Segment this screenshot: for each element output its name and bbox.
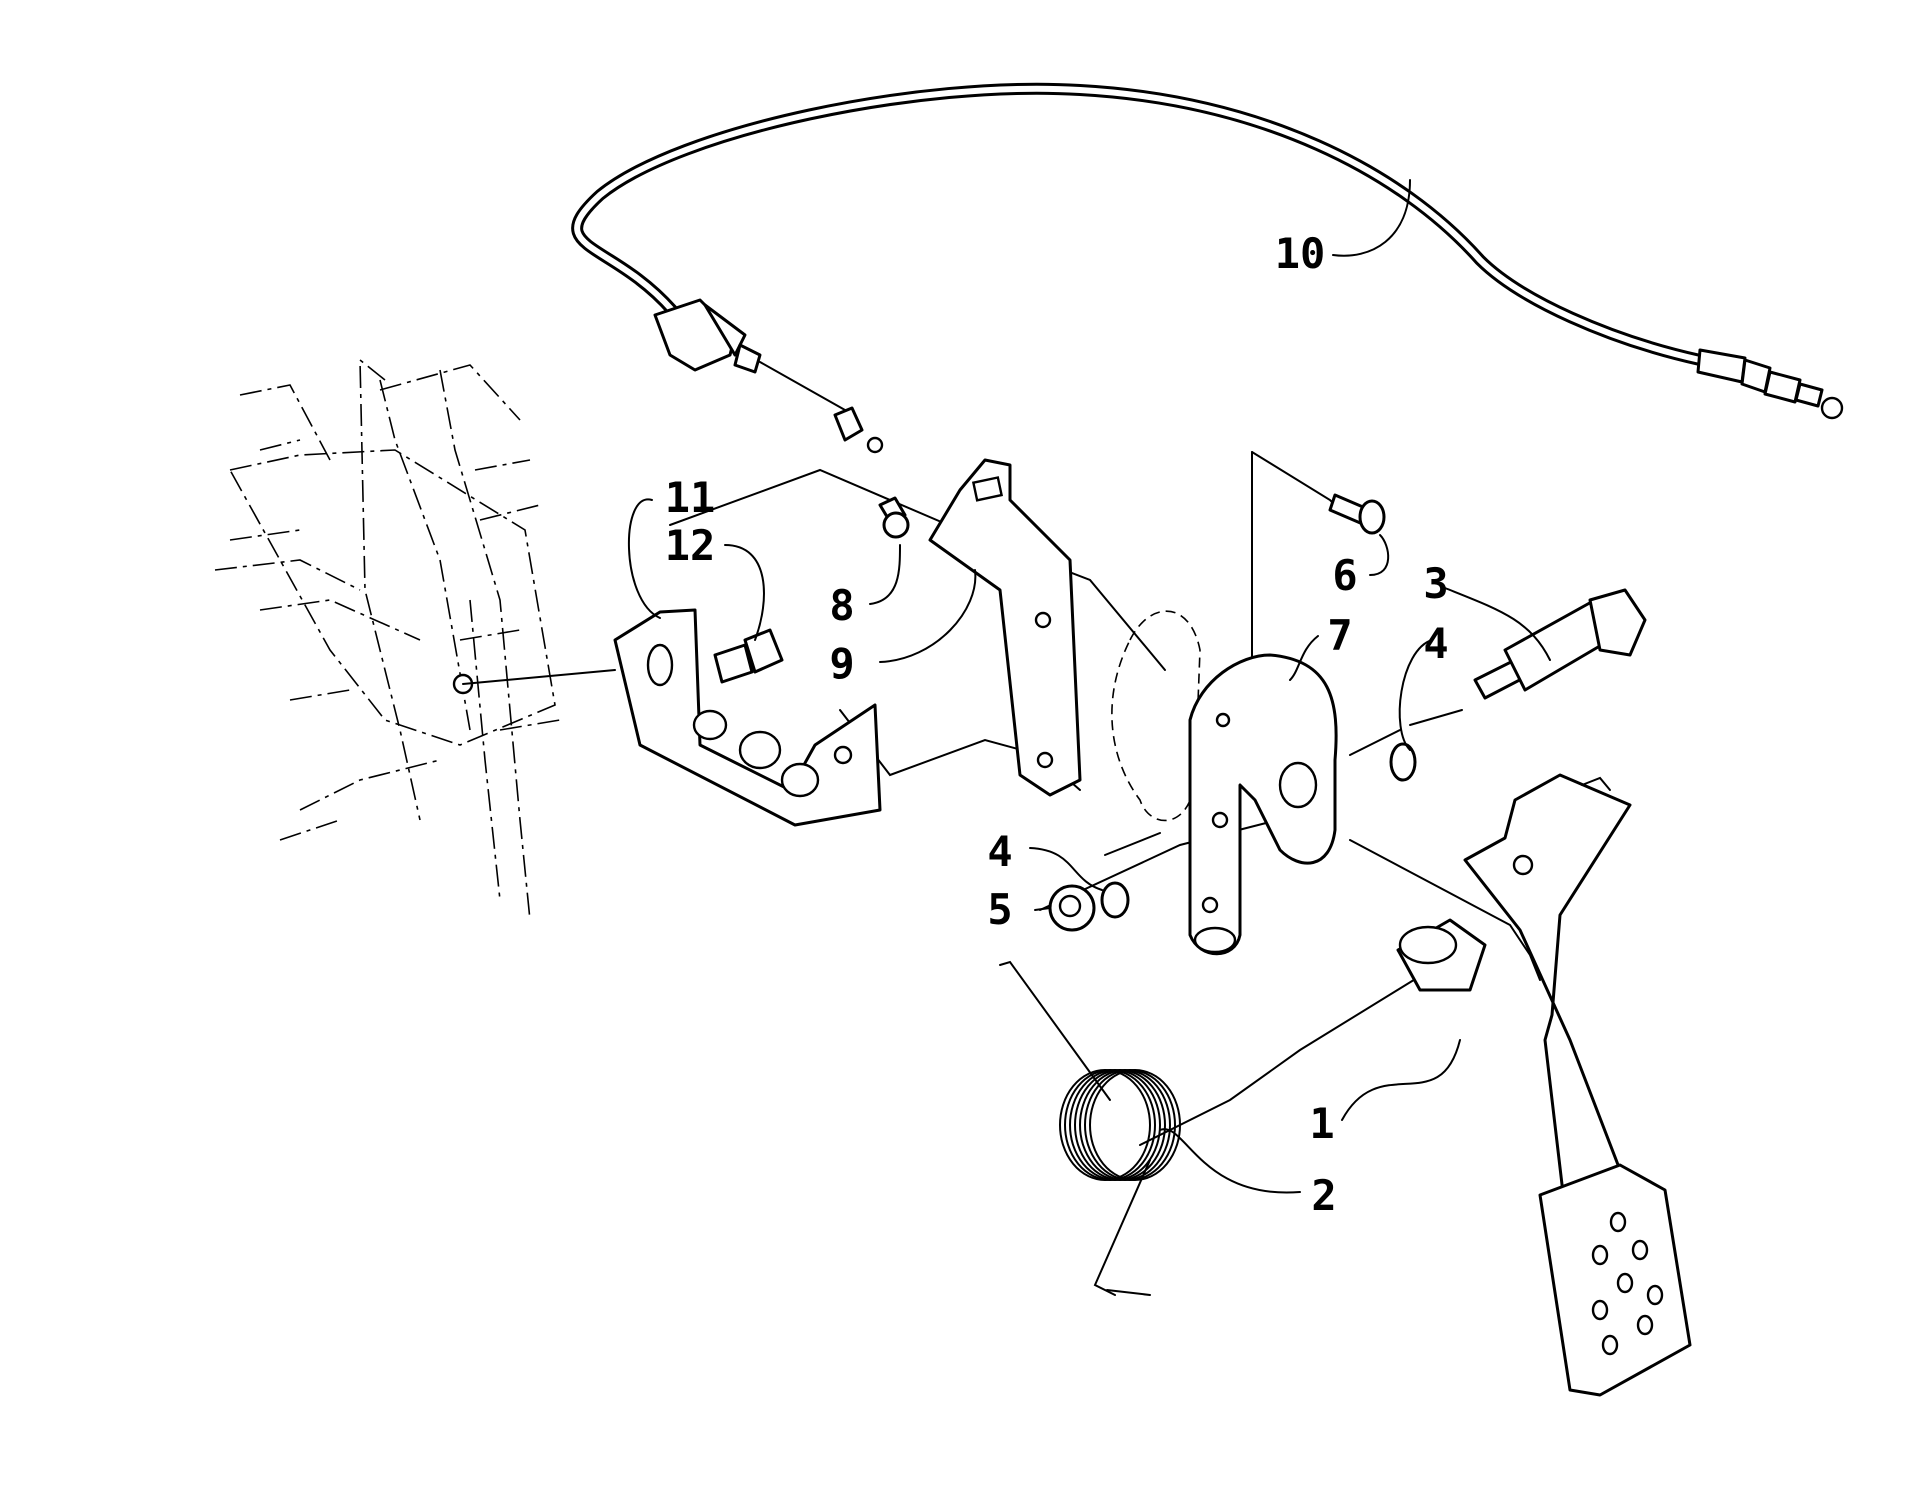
screw: [1328, 493, 1386, 535]
cable-end-eye: [1820, 396, 1844, 420]
washer: [1389, 742, 1417, 782]
cable-adjuster: [1696, 348, 1747, 384]
callout-11: 11: [665, 473, 716, 522]
callout-1: 1: [1309, 1099, 1334, 1148]
lock-nut: [878, 496, 910, 539]
flange-nut: [1048, 884, 1096, 932]
callout-9: 9: [829, 639, 854, 688]
torsion-spring: [999, 960, 1181, 1296]
washer: [1100, 881, 1130, 919]
mounting-bracket: [613, 608, 882, 827]
vehicle-frame: [214, 358, 561, 921]
cable-bracket: [928, 458, 1082, 797]
callout-6: 6: [1332, 551, 1357, 600]
cable-end-ball: [866, 436, 884, 454]
bolt: [713, 628, 784, 684]
bracket-slot: [646, 643, 674, 687]
pivot-bolt: [1473, 588, 1647, 700]
callout-labels: 1 2 3 4 4 5 6 7 8 9 10 11 12: [665, 229, 1449, 1220]
throttle-cable: [571, 82, 1844, 454]
pivot-plate: [1188, 653, 1338, 956]
callout-8: 8: [829, 581, 854, 630]
callout-10: 10: [1275, 229, 1326, 278]
callout-2: 2: [1311, 1171, 1336, 1220]
callout-7: 7: [1327, 611, 1352, 660]
callout-4-upper: 4: [1423, 619, 1448, 668]
callout-12: 12: [665, 521, 716, 570]
cable-ferrule: [833, 406, 864, 442]
gasket-outline: [1111, 610, 1201, 822]
callout-3: 3: [1423, 559, 1448, 608]
callout-4-lower: 4: [987, 827, 1012, 876]
callout-5: 5: [987, 885, 1012, 934]
callout-leaders: [628, 179, 1551, 1194]
throttle-pedal: [1396, 773, 1692, 1397]
cable-bracket-slot: [971, 476, 1004, 502]
